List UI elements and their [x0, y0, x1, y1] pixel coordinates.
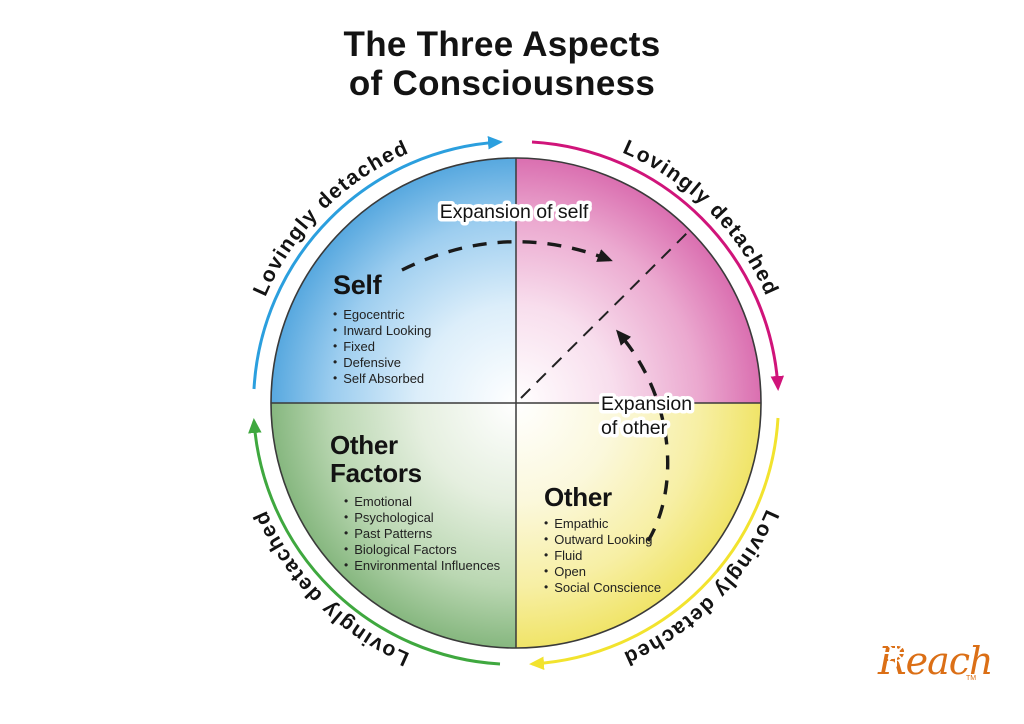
bullet-item: Social Conscience: [544, 580, 661, 596]
bullet-item: Empathic: [544, 516, 661, 532]
logo-starburst-core: [893, 650, 899, 656]
other-factors-bullet-list: Emotional Psychological Past Patterns Bi…: [344, 494, 500, 574]
self-heading: Self: [333, 270, 382, 300]
other-bullet-list: Empathic Outward Looking Fluid Open Soci…: [544, 516, 661, 596]
bullet-item: Environmental Influences: [344, 558, 500, 574]
other-factors-heading-line2: Factors: [330, 458, 422, 489]
bullet-item: Emotional: [344, 494, 500, 510]
diagram-title-line1: The Three Aspects: [343, 25, 661, 64]
bullet-item: Fixed: [333, 339, 431, 355]
diagonal-dashed-line: [520, 230, 690, 399]
bullet-item: Defensive: [333, 355, 431, 371]
other-factors-content: Other Factors Emotional Psychological Pa…: [330, 431, 500, 574]
reach-logo-trademark: TM: [966, 675, 976, 682]
expansion-of-self-arrow: [401, 240, 613, 272]
self-bullet-list: Egocentric Inward Looking Fixed Defensiv…: [333, 307, 431, 387]
reach-logo: Reach TM: [877, 639, 994, 683]
bullet-item: Psychological: [344, 510, 500, 526]
bullet-item: Biological Factors: [344, 542, 500, 558]
bullet-item: Outward Looking: [544, 532, 661, 548]
bullet-item: Open: [544, 564, 661, 580]
expansion-of-self-label: Expansion of self: [440, 201, 589, 223]
bullet-item: Egocentric: [333, 307, 431, 323]
arc-arrow-blue: [252, 135, 503, 390]
arc-arrow-green: [248, 418, 501, 666]
bullet-item: Self Absorbed: [333, 371, 431, 387]
arc-arrow-yellow: [529, 417, 780, 671]
bullet-item: Inward Looking: [333, 323, 431, 339]
other-heading: Other: [544, 482, 612, 512]
arc-arrow-magenta: [531, 140, 785, 391]
expansion-of-other-label-line2: of other: [601, 417, 668, 439]
other-factors-heading-line1: Other: [330, 430, 398, 460]
bullet-item: Fluid: [544, 548, 661, 564]
other-content: Other Empathic Outward Looking Fluid Ope…: [544, 483, 661, 596]
expansion-of-other-label-line1: Expansion: [601, 393, 692, 415]
diagram-title: The Three Aspects of Consciousness: [0, 25, 1004, 103]
diagram-title-line2: of Consciousness: [348, 63, 656, 103]
expansion-of-other-arrow: [616, 329, 670, 542]
self-content: Self Egocentric Inward Looking Fixed Def…: [333, 270, 431, 387]
bullet-item: Past Patterns: [344, 526, 500, 542]
other-factors-heading: Other Factors: [330, 431, 500, 487]
